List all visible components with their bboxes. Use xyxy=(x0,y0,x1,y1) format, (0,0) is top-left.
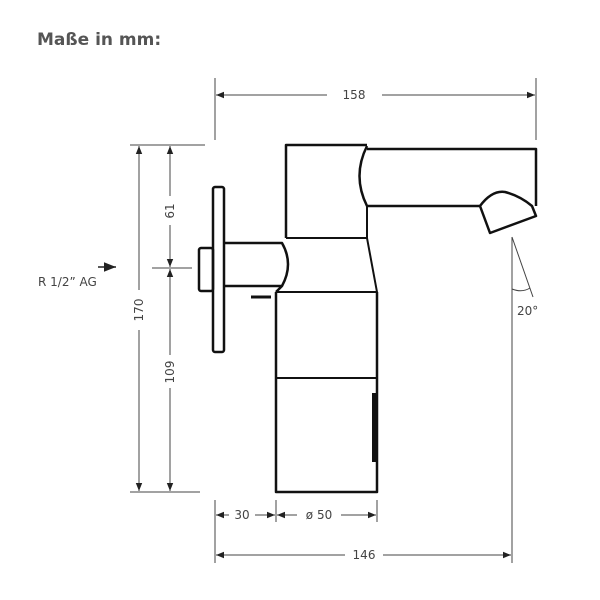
dim-146: 146 xyxy=(353,548,376,562)
faucet-outline xyxy=(197,143,538,494)
dim-30: 30 xyxy=(234,508,249,522)
spout-nozzle xyxy=(478,190,538,235)
body-band xyxy=(276,206,378,293)
angle-label: 20° xyxy=(517,304,538,318)
dimension-lines: 158 170 61 109 R 1/2” AG 20° 30 ø 50 146 xyxy=(38,78,538,563)
page-title: Maße in mm: xyxy=(37,30,162,50)
dim-61: 61 xyxy=(163,203,177,218)
body-lower xyxy=(274,292,379,494)
faucet-body-upper xyxy=(284,143,367,238)
inlet-pipe xyxy=(224,241,290,293)
connection-label: R 1/2” AG xyxy=(38,275,97,289)
dim-diameter-50: ø 50 xyxy=(306,508,332,522)
wall-connector xyxy=(197,246,215,293)
wall-rosette xyxy=(211,185,226,354)
dim-109: 109 xyxy=(163,361,177,384)
dim-170: 170 xyxy=(132,299,146,322)
dim-158: 158 xyxy=(343,88,366,102)
spout xyxy=(358,145,538,208)
